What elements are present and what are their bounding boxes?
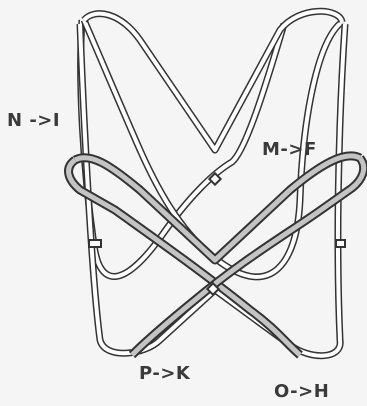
joint-left-side [88, 239, 102, 248]
joint-lower-center [205, 281, 221, 297]
label-n-to-i: N ->I [7, 110, 61, 131]
frame-rod-nw-to-se [77, 19, 288, 280]
frame-right-leg-rod [212, 23, 349, 360]
joint-upper-center [207, 171, 223, 187]
frame-highlighted-rod [64, 151, 367, 359]
label-o-to-h: O->H [274, 381, 330, 402]
joint-right-side [335, 239, 346, 248]
label-m-to-f: M->F [262, 139, 317, 160]
label-p-to-k: P->K [139, 363, 191, 384]
frame-top-outer-rod [81, 7, 346, 154]
